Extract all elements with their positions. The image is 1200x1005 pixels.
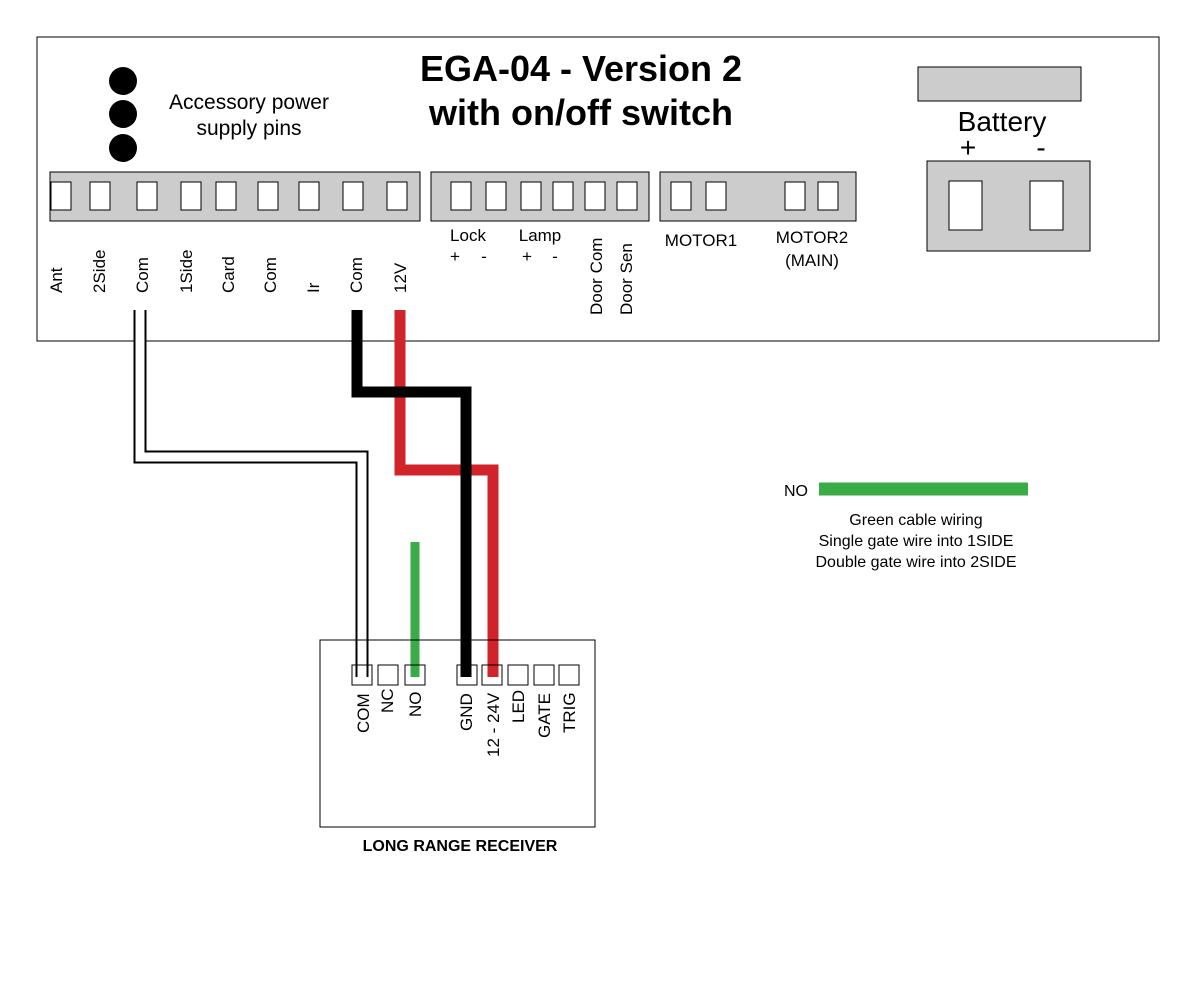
accessory-pin-2 [109,100,137,128]
black-wire [351,310,472,677]
pin-label-1side: 1Side [177,250,196,293]
receiver-terminal-trig [558,664,580,686]
receiver-terminal-12-24v [481,664,503,686]
terminal-motor2-a [784,181,806,211]
receiver-pin-no: NO [406,692,425,718]
white-wire-outline [133,310,369,677]
lock-plus-label: + [450,247,460,266]
terminal-2side [89,181,111,211]
battery-minus-label: - [1036,132,1045,163]
accessory-pin-1 [109,67,137,95]
accessory-label-line-1: Accessory power [169,91,329,114]
terminal-door-com [584,181,606,211]
pin-label-com-3: Com [347,257,366,293]
motor1-label: MOTOR1 [665,231,737,250]
terminal-lock-plus [450,181,472,211]
title-line-2: with on/off switch [428,92,733,133]
receiver-pin-12-24v: 12 - 24V [484,692,503,757]
battery-plus-label: + [960,132,976,163]
terminal-com-1 [136,181,158,211]
terminal-com-3 [342,181,364,211]
battery-fuse-bar [917,66,1082,102]
receiver-pin-gnd: GND [457,693,476,731]
receiver-terminal-nc [377,664,399,686]
receiver-terminal-com [351,664,373,686]
door-sen-label: Door Sen [617,243,636,315]
legend-no-label: NO [784,483,808,500]
accessory-pin-3 [109,134,137,162]
terminal-12v [386,181,408,211]
lamp-label: Lamp [519,226,562,245]
terminal-motor1-b [705,181,727,211]
motor2-label-line-2: (MAIN) [785,251,839,270]
pin-label-com-1: Com [133,257,152,293]
white-wire [135,310,367,677]
receiver-terminal-gnd [456,664,478,686]
lock-label: Lock [450,226,486,245]
pin-label-ant: Ant [47,267,66,293]
terminal-ir [298,181,320,211]
door-com-label: Door Com [587,238,606,315]
lock-minus-label: - [481,247,487,266]
receiver-terminal-gate [533,664,555,686]
receiver-terminal-led [507,664,529,686]
receiver-terminal-no [404,664,426,686]
terminal-ant [50,181,72,211]
battery-plus-terminal [948,180,983,231]
pin-label-ir: Ir [304,282,323,293]
terminal-com-2 [257,181,279,211]
pin-label-card: Card [219,256,238,293]
lamp-minus-label: - [552,247,558,266]
legend-line-1: Green cable wiring [849,512,982,529]
terminal-door-sen [616,181,638,211]
legend-line-2: Single gate wire into 1SIDE [819,533,1014,550]
receiver-pin-led: LED [509,690,528,723]
receiver-pin-gate: GATE [535,693,554,738]
terminal-lamp-plus [520,181,542,211]
title-line-1: EGA-04 - Version 2 [420,48,742,89]
legend-line-3: Double gate wire into 2SIDE [816,554,1017,571]
battery-minus-terminal [1029,180,1064,231]
pin-label-2side: 2Side [90,250,109,293]
receiver-pin-nc: NC [378,688,397,713]
pin-label-12v: 12V [391,262,410,293]
accessory-label-line-2: supply pins [196,117,301,140]
terminal-card [215,181,237,211]
receiver-pin-trig: TRIG [560,692,579,733]
receiver-label: LONG RANGE RECEIVER [363,838,558,855]
motor2-label-line-1: MOTOR2 [776,228,848,247]
terminal-1side [180,181,202,211]
terminal-motor2-b [817,181,839,211]
terminal-motor1-a [670,181,692,211]
terminal-lock-minus [485,181,507,211]
pin-label-com-2: Com [261,257,280,293]
terminal-lamp-minus [552,181,574,211]
receiver-pin-com: COM [354,693,373,733]
lamp-plus-label: + [522,247,532,266]
battery-label: Battery [958,106,1047,137]
receiver-box [319,639,596,828]
